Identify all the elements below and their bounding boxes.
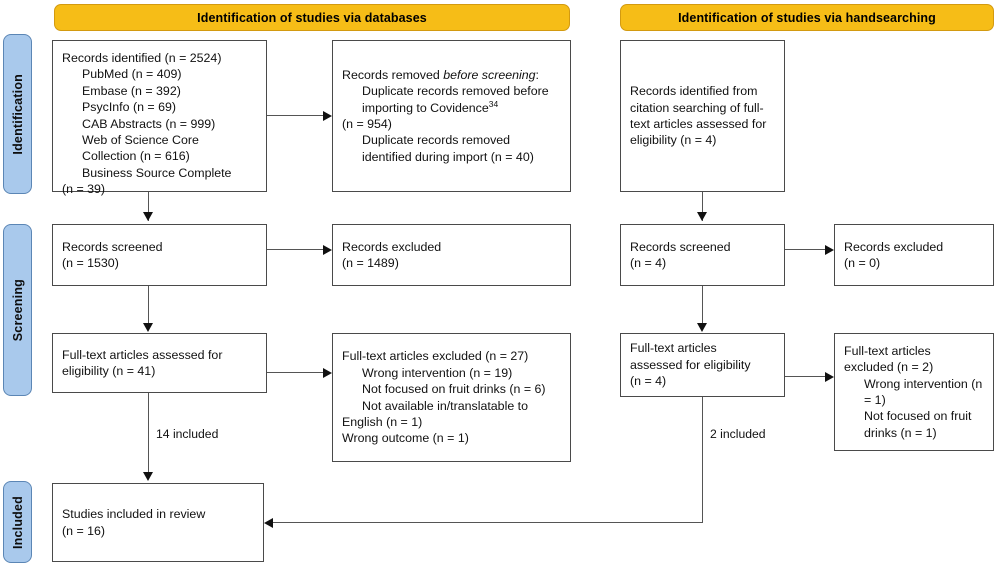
records-removed-heading: Records removed before screening: [342,67,561,83]
arrow-screened-to-fulltext-db [143,323,153,332]
box-records-removed-before-screening: Records removed before screening: Duplic… [332,40,571,192]
records-identified-line-7: Business Source Complete [82,165,232,180]
records-removed-heading-italic: before screening [443,67,536,82]
connector-fulltext-to-excluded-hand [785,376,827,378]
records-removed-line-4: identified during import (n = 40) [362,149,534,164]
records-identified-hand-line-1: citation searching of full- [630,100,764,115]
arrow-screened-to-excluded-hand [825,244,834,255]
fulltext-excluded-hand-line-1: excluded (n = 2) [844,360,934,375]
records-excluded-hand-line-0: Records excluded [844,239,944,254]
records-excluded-db-line-0: Records excluded [342,239,442,254]
records-identified-hand-line-3: eligibility (n = 4) [630,133,717,148]
stage-label-screening-text: Screening [10,278,25,342]
fulltext-excluded-hand-line-4: Not focused on fruit [864,409,972,424]
fulltext-excluded-db-line-2: Not focused on fruit drinks (n = 6) [362,382,546,397]
box-records-excluded-handsearching: Records excluded (n = 0) [834,224,994,286]
connector-screened-to-excluded-hand [785,249,827,251]
connector-hand-to-included-horizontal [272,522,703,524]
box-records-screened-handsearching: Records screened (n = 4) [620,224,785,286]
connector-hand-to-included-vertical [702,397,704,523]
records-removed-heading-prefix: Records removed [342,67,444,82]
fulltext-excluded-db-line-3: Not available in/translatable to [362,398,528,413]
header-bar-handsearching-label: Identification of studies via handsearch… [678,10,936,25]
arrow-fulltext-to-excluded-hand [825,371,834,382]
fulltext-excluded-db-line-4: English (n = 1) [342,414,423,429]
box-fulltext-assessed-handsearching: Full-text articles assessed for eligibil… [620,333,785,397]
studies-included-line-0: Studies included in review [62,507,206,522]
records-identified-line-8: (n = 39) [62,182,106,197]
arrow-fulltext-to-included-db [143,472,153,481]
edge-label-2-included: 2 included [710,427,766,441]
records-screened-hand-line-0: Records screened [630,239,731,254]
records-removed-line-1: importing to Covidence [362,100,489,115]
stage-label-identification: Identification [3,34,32,194]
box-records-identified-databases: Records identified (n = 2524) PubMed (n … [52,40,267,196]
fulltext-assessed-hand-line-1: assessed for eligibility [630,357,751,372]
records-identified-line-5: Web of Science Core [82,133,199,148]
stage-label-identification-text: Identification [10,73,25,155]
fulltext-assessed-db-line-1: eligibility (n = 41) [62,364,156,378]
arrow-identified-to-screened-hand [697,212,707,221]
records-identified-line-6: Collection (n = 616) [82,149,190,164]
connector-screened-to-fulltext-db [148,286,150,329]
connector-screened-to-excluded-db [267,249,325,251]
records-screened-db-line-0: Records screened [62,239,163,254]
records-removed-heading-suffix: : [535,67,539,82]
records-identified-hand-line-0: Records identified from [630,84,758,99]
connector-fulltext-to-excluded-db [267,372,325,374]
fulltext-assessed-hand-line-0: Full-text articles [630,341,717,356]
header-bar-databases-label: Identification of studies via databases [197,10,427,25]
covidence-citation-superscript: 34 [488,98,499,109]
arrow-identified-to-screened [143,212,153,221]
box-fulltext-assessed-databases: Full-text articles assessed for eligibil… [52,333,267,393]
studies-included-line-1: (n = 16) [62,523,106,538]
header-bar-handsearching: Identification of studies via handsearch… [620,4,994,31]
edge-label-14-included: 14 included [156,427,219,441]
records-identified-line-1: PubMed (n = 409) [82,67,182,82]
arrow-identified-to-removed [323,110,332,121]
fulltext-excluded-db-line-0: Full-text articles excluded (n = 27) [342,349,529,364]
records-identified-line-3: PsycInfo (n = 69) [82,100,177,115]
fulltext-excluded-hand-line-3: = 1) [864,393,886,407]
arrow-screened-to-fulltext-hand [697,323,707,332]
stage-label-included-text: Included [10,495,25,549]
records-removed-line-0: Duplicate records removed before [362,84,549,99]
records-screened-db-line-1: (n = 1530) [62,256,119,270]
connector-identified-to-removed [267,115,325,117]
records-excluded-hand-line-1: (n = 0) [844,256,881,270]
box-records-identified-handsearching: Records identified from citation searchi… [620,40,785,192]
records-identified-hand-line-2: text articles assessed for [630,117,767,131]
records-excluded-db-line-1: (n = 1489) [342,256,399,270]
box-fulltext-excluded-handsearching: Full-text articles excluded (n = 2) Wron… [834,333,994,451]
fulltext-excluded-hand-line-2: Wrong intervention (n [864,376,983,391]
fulltext-excluded-db-line-1: Wrong intervention (n = 19) [362,365,513,380]
box-fulltext-excluded-databases: Full-text articles excluded (n = 27) Wro… [332,333,571,462]
arrow-screened-to-excluded-db [323,244,332,255]
records-identified-line-0: Records identified (n = 2524) [62,51,222,65]
records-removed-line-1-wrap: importing to Covidence34 [342,98,561,116]
connector-fulltext-to-included-db [148,393,150,474]
records-removed-line-2: (n = 954) [342,117,392,131]
records-screened-hand-line-1: (n = 4) [630,256,667,270]
arrow-hand-to-included [264,517,273,528]
connector-screened-to-fulltext-hand [702,286,704,329]
arrow-fulltext-to-excluded-db [323,367,332,378]
fulltext-assessed-hand-line-2: (n = 4) [630,374,667,389]
fulltext-assessed-db-line-0: Full-text articles assessed for [62,347,223,362]
fulltext-excluded-db-line-5: Wrong outcome (n = 1) [342,431,469,446]
stage-label-included: Included [3,481,32,563]
connector-identified-to-screened-hand [702,192,704,221]
header-bar-databases: Identification of studies via databases [54,4,570,31]
connector-identified-to-screened [148,192,150,221]
box-records-excluded-databases: Records excluded (n = 1489) [332,224,571,286]
box-records-screened-databases: Records screened (n = 1530) [52,224,267,286]
fulltext-excluded-hand-line-0: Full-text articles [844,343,931,358]
fulltext-excluded-hand-line-5: drinks (n = 1) [864,425,937,440]
records-identified-line-2: Embase (n = 392) [82,83,181,98]
box-studies-included-in-review: Studies included in review (n = 16) [52,483,264,562]
records-removed-line-3: Duplicate records removed [362,133,511,148]
stage-label-screening: Screening [3,224,32,396]
records-identified-line-4: CAB Abstracts (n = 999) [82,116,216,131]
